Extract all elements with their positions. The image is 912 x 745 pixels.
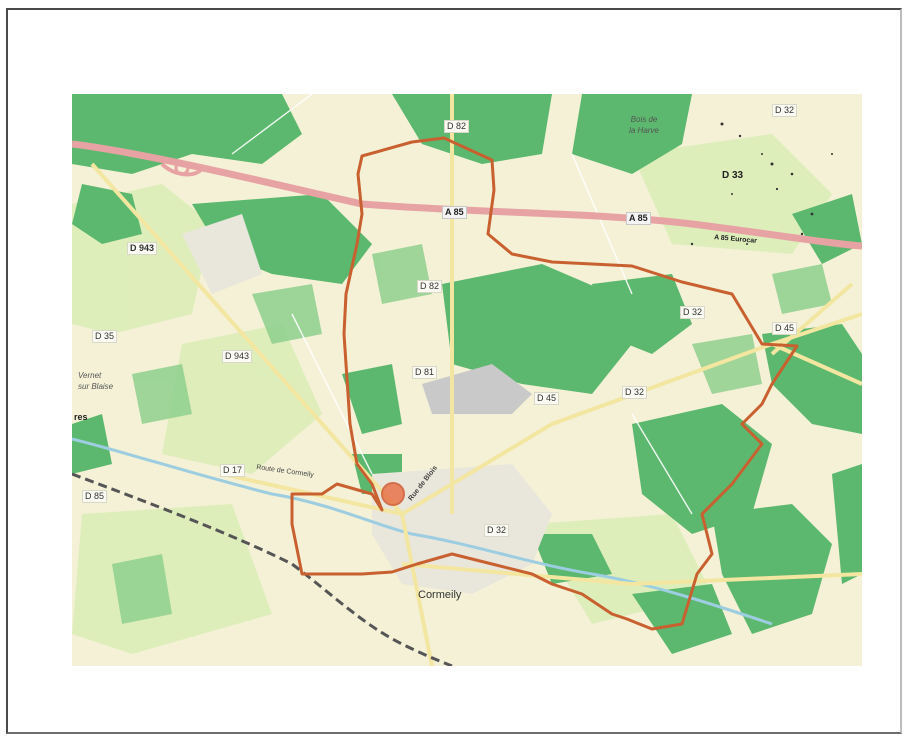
road-label-d85: D 85	[82, 490, 108, 503]
scan-noise	[690, 122, 833, 246]
road-label-d32-south: D 32	[484, 524, 510, 537]
place-fragment-left: res	[74, 412, 88, 422]
road-label-d32-top-right: D 32	[772, 104, 798, 117]
road-label-d82-top: D 82	[444, 120, 470, 133]
town-label-cormeily: Cormeily	[418, 589, 462, 601]
road-label-d45-center: D 45	[534, 392, 560, 405]
road-label-d32-center: D 32	[622, 386, 648, 399]
secondary-roads	[90, 94, 862, 666]
road-label-d943-upper: D 943	[127, 242, 158, 255]
place-label-bois: Bois de la Harve	[629, 115, 659, 135]
road-label-d81: D 81	[412, 366, 438, 379]
industrial-zone	[422, 364, 532, 414]
road-label-a85-right: A 85	[626, 212, 651, 225]
town-area	[372, 464, 552, 594]
road-label-d82-mid: D 82	[417, 280, 443, 293]
road-label-d33: D 33	[722, 170, 744, 181]
road-label-a85-center: A 85	[442, 206, 467, 219]
river	[72, 437, 773, 626]
road-label-d17: D 17	[220, 464, 246, 477]
map-area[interactable]: D 82 D 32 D 33 Bois de la Harve A 85 A 8…	[72, 94, 862, 666]
road-label-d35: D 35	[92, 330, 118, 343]
commune-boundary[interactable]	[290, 136, 799, 631]
motorway-roundabout	[174, 160, 190, 176]
road-label-d32-right: D 32	[680, 306, 706, 319]
motorway-a85	[72, 140, 862, 250]
road-label-d45-right: D 45	[772, 322, 798, 335]
road-label-d943-lower: D 943	[222, 350, 253, 363]
place-label-vernet: Vernet sur Blaise	[78, 371, 114, 391]
village-area	[182, 214, 262, 294]
location-marker[interactable]	[381, 482, 405, 506]
map-canvas	[72, 94, 862, 666]
minor-roads	[231, 94, 693, 515]
